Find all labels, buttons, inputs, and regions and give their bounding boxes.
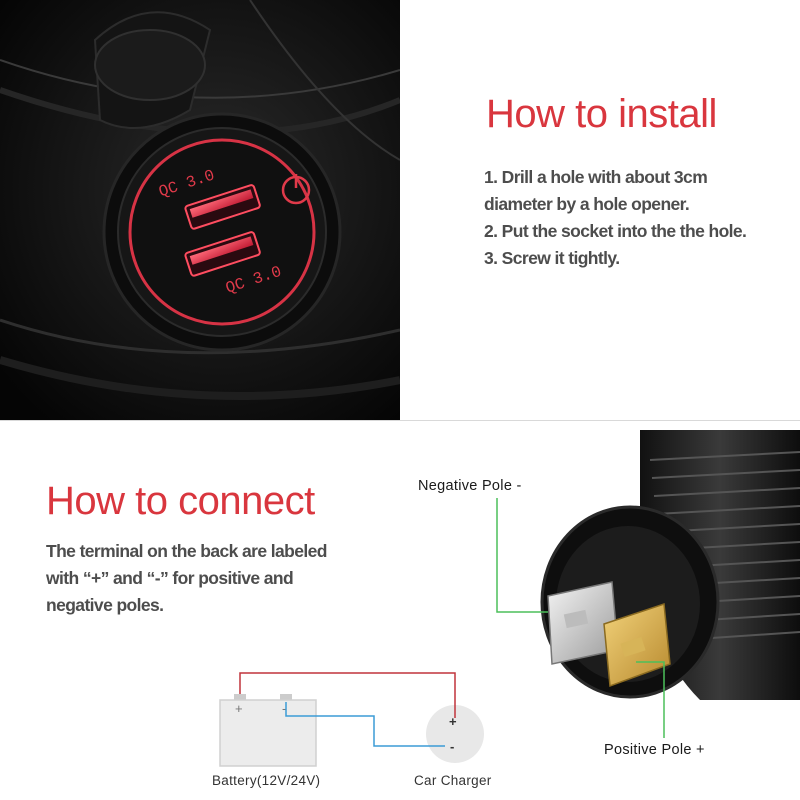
- negative-wire: [285, 702, 445, 747]
- socket-back-photo: [540, 430, 800, 700]
- charger-plus-sign: +: [449, 714, 457, 729]
- battery-minus-sign: -: [282, 701, 286, 716]
- install-step-line: 3. Screw it tightly.: [484, 248, 620, 268]
- install-step-line: diameter by a hole opener.: [484, 194, 690, 214]
- connect-description-line: negative poles.: [46, 595, 164, 615]
- battery-icon: + -: [219, 694, 317, 767]
- usb-port-top: [184, 184, 261, 230]
- install-step-line: 1. Drill a hole with about 3cm: [484, 167, 708, 187]
- charger-minus-sign: -: [450, 739, 454, 754]
- positive-pole-leader: [636, 661, 665, 738]
- positive-pole-label: Positive Pole +: [604, 742, 705, 758]
- section-divider: [0, 420, 800, 421]
- wiring-diagram: + - + -: [219, 430, 800, 767]
- connect-description-line: with “+” and “-” for positive and: [46, 568, 294, 588]
- connect-description: The terminal on the back are labeled wit…: [46, 538, 376, 619]
- car-charger-label: Car Charger: [414, 773, 492, 788]
- install-heading: How to install: [486, 92, 717, 136]
- car-charger-icon: + -: [426, 705, 484, 763]
- socket-installed-photo: QC 3.0 QC 3.0: [0, 0, 400, 420]
- usb-port-bottom: [184, 231, 261, 277]
- battery-label: Battery(12V/24V): [212, 773, 321, 788]
- install-steps: 1. Drill a hole with about 3cm diameter …: [484, 164, 794, 272]
- negative-pole-label: Negative Pole -: [418, 478, 522, 494]
- connect-heading: How to connect: [46, 479, 315, 523]
- negative-pole-leader: [496, 498, 548, 613]
- positive-wire: [239, 672, 456, 718]
- battery-plus-sign: +: [235, 701, 243, 716]
- install-step-line: 2. Put the socket into the the hole.: [484, 221, 747, 241]
- connect-description-line: The terminal on the back are labeled: [46, 541, 327, 561]
